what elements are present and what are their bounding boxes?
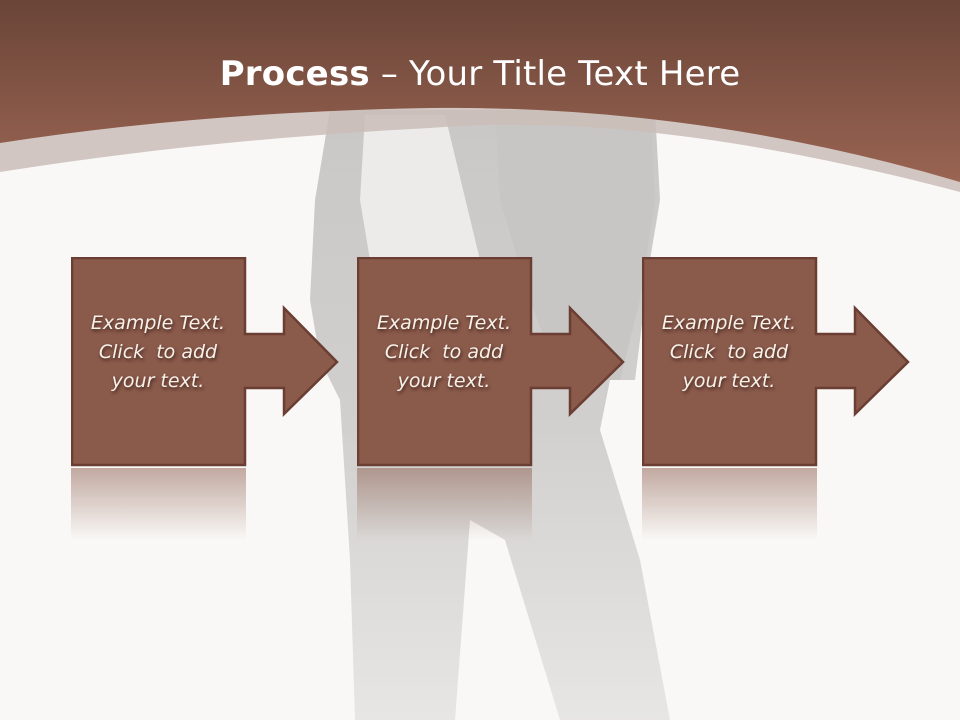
step-reflection xyxy=(357,468,532,540)
step-text[interactable]: Example Text. Click to add your text. xyxy=(357,309,531,396)
step-text[interactable]: Example Text. Click to add your text. xyxy=(71,309,245,396)
process-step-3[interactable]: Example Text. Click to add your text. xyxy=(642,257,912,547)
step-text-line: your text. xyxy=(397,370,491,392)
step-text-line: Example Text. xyxy=(661,312,797,334)
step-text-line: Click to add xyxy=(669,341,789,363)
step-text-line: your text. xyxy=(111,370,205,392)
title-rest-text: – Your Title Text Here xyxy=(369,54,741,94)
step-text[interactable]: Example Text. Click to add your text. xyxy=(642,309,816,396)
step-arrow-shape xyxy=(357,257,625,540)
process-step-2[interactable]: Example Text. Click to add your text. xyxy=(357,257,627,547)
step-reflection xyxy=(642,468,817,540)
step-reflection xyxy=(71,468,246,540)
step-arrow-shape xyxy=(71,257,339,540)
step-text-line: Example Text. xyxy=(376,312,512,334)
step-text-line: Click to add xyxy=(384,341,504,363)
step-text-line: Click to add xyxy=(98,341,218,363)
title-bold-text: Process xyxy=(219,54,370,94)
step-text-line: Example Text. xyxy=(90,312,226,334)
process-step-1[interactable]: Example Text. Click to add your text. xyxy=(71,257,341,547)
step-text-line: your text. xyxy=(682,370,776,392)
step-arrow-shape xyxy=(642,257,910,540)
slide-title[interactable]: Process – Your Title Text Here xyxy=(0,52,960,96)
